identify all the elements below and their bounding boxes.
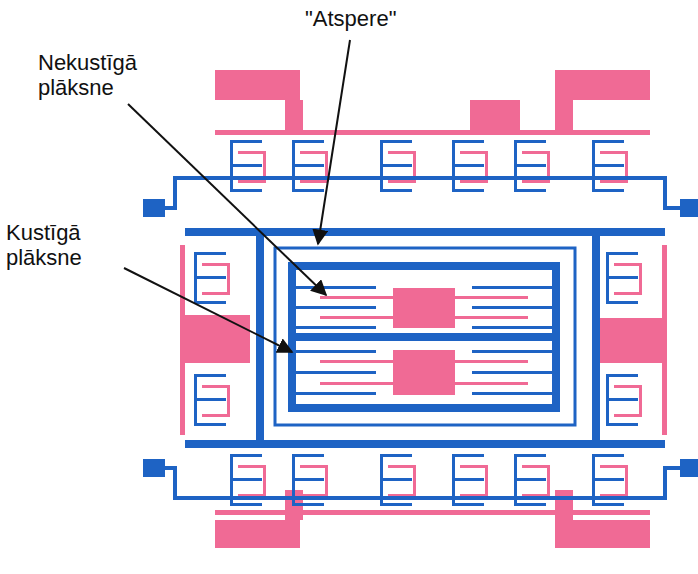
fixed-plate bbox=[320, 288, 528, 395]
leader-line bbox=[318, 40, 350, 244]
frame-bar bbox=[143, 199, 698, 477]
part-label: Kustīgā plāksne bbox=[6, 220, 126, 270]
comb-drive bbox=[194, 140, 642, 506]
leader-line bbox=[128, 104, 326, 295]
part-label: "Atspere" bbox=[305, 6, 396, 31]
part-label: Nekustīgā plāksne bbox=[38, 50, 158, 100]
suspension-frame bbox=[165, 178, 680, 498]
moving-plate bbox=[292, 266, 556, 408]
anchor-pad bbox=[180, 70, 667, 548]
moving-finger bbox=[296, 286, 552, 395]
leader-line bbox=[124, 268, 292, 352]
